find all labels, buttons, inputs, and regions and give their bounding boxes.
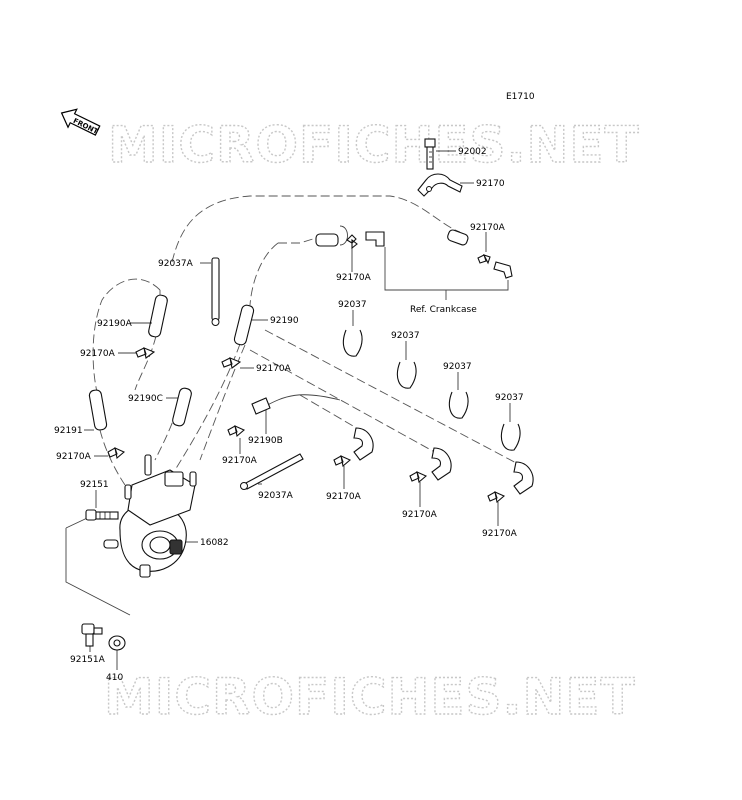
- watermark-bottom: MICROFICHES.NET: [104, 668, 636, 726]
- clip-92170A-center: [221, 357, 242, 369]
- label-92037A-bottom: 92037A: [258, 491, 294, 501]
- label-92037-3: 92037: [443, 362, 472, 372]
- label-92191: 92191: [54, 426, 83, 436]
- ref-crankcase-note: Ref. Crankcase: [410, 305, 477, 315]
- label-92190C: 92190C: [128, 394, 163, 404]
- label-92190B: 92190B: [248, 436, 283, 446]
- fuel-pump-16082: [103, 454, 197, 578]
- bolt-92002: [424, 138, 436, 170]
- hose-92190: [233, 304, 255, 346]
- label-92190A: 92190A: [97, 319, 133, 329]
- label-92037-1: 92037: [338, 300, 367, 310]
- bolt-92151A: [81, 623, 103, 647]
- label-92037A-top: 92037A: [158, 259, 194, 269]
- label-92170A-mid: 92170A: [336, 273, 372, 283]
- figure-code: E1710: [506, 92, 535, 102]
- label-92170A-b1: 92170A: [326, 492, 362, 502]
- label-92037-4: 92037: [495, 393, 524, 403]
- watermark-top: MICROFICHES.NET: [108, 116, 640, 174]
- hose-top-right: [447, 229, 513, 279]
- bolt-92151: [85, 509, 119, 521]
- elbow-hose-2: [431, 447, 452, 481]
- leader-lines: [84, 150, 511, 670]
- label-92170A-center-2: 92170A: [222, 456, 258, 466]
- clamp-92170: [417, 173, 463, 197]
- band-clamp-92037-2: [396, 361, 417, 389]
- hose-92190A: [148, 294, 168, 338]
- strap-92037A-bottom: [240, 453, 304, 490]
- hose-92190C: [172, 387, 192, 427]
- clip-92170A-c2: [107, 447, 126, 460]
- label-92170A-top: 92170A: [470, 223, 506, 233]
- label-92170A-lower-left: 92170A: [56, 452, 92, 462]
- hose-92190B: [251, 397, 271, 415]
- label-92170A-center: 92170A: [256, 364, 292, 374]
- front-arrow-icon: FRONT: [60, 108, 101, 136]
- label-410: 410: [106, 673, 123, 683]
- elbow-hose-1: [353, 427, 374, 461]
- washer-410: [108, 635, 126, 651]
- hose-routing: [65, 195, 521, 616]
- label-92151A: 92151A: [70, 655, 106, 665]
- label-92170A-b2: 92170A: [402, 510, 438, 520]
- hose-92191: [88, 389, 108, 431]
- clip-92170A-left: [135, 347, 156, 359]
- label-92170A-b3: 92170A: [482, 529, 518, 539]
- label-92151: 92151: [80, 480, 109, 490]
- clip-92170A-lower-left: [227, 425, 246, 438]
- elbow-hose-3: [513, 461, 534, 495]
- band-clamp-92037-4: [500, 423, 521, 451]
- clip-92170A-b1: [333, 455, 352, 468]
- band-clamp-92037-1: [342, 329, 363, 357]
- hose-top-middle: [315, 231, 385, 250]
- strap-92037A-top: [211, 257, 220, 326]
- clip-92170A-b3: [487, 491, 506, 504]
- label-92170A-left: 92170A: [80, 349, 116, 359]
- band-clamp-92037-3: [448, 391, 469, 419]
- clip-92170A-b2: [409, 471, 428, 484]
- label-92190: 92190: [270, 316, 299, 326]
- label-16082: 16082: [200, 538, 229, 548]
- label-92170: 92170: [476, 179, 505, 189]
- label-92037-2: 92037: [391, 331, 420, 341]
- label-92002: 92002: [458, 147, 487, 157]
